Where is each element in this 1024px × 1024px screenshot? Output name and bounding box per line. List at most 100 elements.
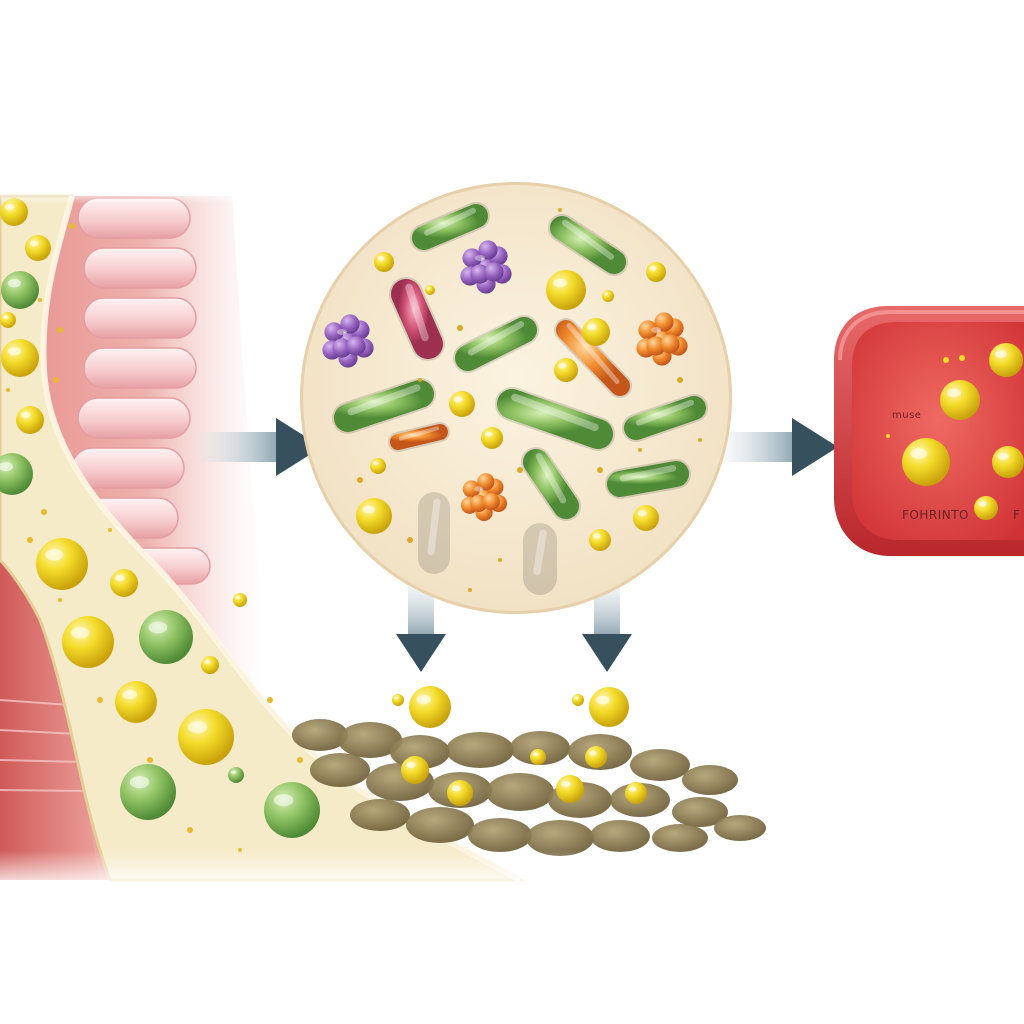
fiber-particle — [264, 782, 320, 838]
arrow-to-bloodstream — [722, 418, 838, 476]
lumen-contents — [0, 198, 320, 852]
stool-particle — [338, 722, 402, 758]
nutrient-droplet — [356, 498, 392, 534]
villus — [77, 397, 191, 439]
rod-bacterium — [495, 387, 615, 451]
deep-tissue-layer — [0, 560, 100, 880]
excreted-nutrient — [625, 782, 647, 804]
excreted-nutrient — [585, 746, 607, 768]
nutrient-droplet — [554, 358, 578, 382]
excreted-nutrient — [401, 756, 429, 784]
vessel-label-right: F — [1013, 508, 1021, 522]
nutrient-droplet — [36, 538, 88, 590]
bottom-fade — [0, 850, 800, 890]
gut-microbes — [322, 202, 708, 595]
blood-nutrient — [992, 446, 1024, 478]
metabolite-specks — [357, 208, 702, 592]
stool-particle — [510, 731, 570, 765]
tissue-striations — [0, 699, 87, 792]
fiber-particle — [120, 764, 176, 820]
arrow-to-microbiome — [200, 418, 322, 476]
nutrient-droplet — [178, 709, 234, 765]
orange-bacterium — [388, 422, 450, 452]
vessel-label-bottom: FOHRINTO — [902, 508, 969, 522]
stool-particle — [630, 749, 690, 781]
rod-bacterium — [453, 315, 539, 373]
stool-bed — [292, 686, 766, 856]
rod-bacterium — [523, 523, 557, 595]
stool-particle — [292, 719, 348, 751]
fiber-particle — [1, 271, 39, 309]
nutrient-droplet — [425, 285, 435, 295]
rod-bacterium — [605, 459, 691, 499]
nutrient-droplet — [1, 339, 39, 377]
blood-nutrient — [940, 380, 980, 420]
stool-particle — [672, 797, 728, 827]
fiber-particle — [139, 610, 193, 664]
excreted-nutrient — [589, 687, 629, 727]
blood-vessel — [834, 306, 1024, 556]
vessel-wall-highlight — [838, 310, 1024, 361]
nutrient-droplet — [633, 505, 659, 531]
nutrient-droplet — [481, 427, 503, 449]
stool-particle — [350, 799, 410, 831]
nutrient-droplet — [0, 198, 28, 226]
rod-bacterium — [410, 202, 490, 252]
excreted-nutrient — [572, 694, 584, 706]
stool-particle — [682, 765, 738, 795]
nutrient-droplet — [370, 458, 386, 474]
stool-particle — [468, 818, 532, 852]
stool-particle — [446, 732, 514, 768]
stool-particle — [590, 820, 650, 852]
excreted-nutrient — [409, 686, 451, 728]
nutrient-droplet — [16, 406, 44, 434]
excreted-nutrient — [392, 694, 404, 706]
rod-bacterium — [521, 447, 581, 521]
excreted-nutrient — [447, 780, 473, 806]
orange-cocci-cluster — [460, 473, 508, 522]
absorbed-nutrients — [886, 343, 1024, 520]
excreted-nutrient — [530, 749, 546, 765]
nutrient-droplet — [0, 312, 16, 328]
purple-cocci-cluster — [322, 314, 374, 368]
villus — [83, 297, 197, 339]
microbiome-magnified-view — [300, 182, 732, 614]
nutrient-droplet — [115, 681, 157, 723]
purple-cocci-cluster — [460, 240, 512, 294]
villus — [83, 347, 197, 389]
blood-nutrient — [974, 496, 998, 520]
villus — [83, 247, 197, 289]
orange-bacterium — [554, 318, 632, 398]
nutrient-droplet — [582, 318, 610, 346]
gut-wall-section — [0, 194, 526, 883]
food-specks — [6, 223, 303, 852]
nutrient-droplet — [449, 391, 475, 417]
pink-bacterium — [389, 277, 445, 361]
nutrient-droplet — [602, 290, 614, 302]
nutrient-droplet — [589, 529, 611, 551]
nutrient-droplet — [546, 270, 586, 310]
nutrient-droplet — [646, 262, 666, 282]
stool-particle — [406, 807, 474, 843]
stool-particle — [486, 773, 554, 811]
stool-particle — [526, 820, 594, 856]
vessel-label-top: muse — [892, 410, 922, 421]
top-fade — [0, 188, 240, 204]
small-nutrients — [886, 355, 965, 438]
nutrient-droplet — [233, 593, 247, 607]
fiber-particle — [0, 453, 33, 495]
excreted-nutrient — [556, 775, 584, 803]
rod-bacterium — [332, 378, 436, 434]
orange-cocci-cluster — [636, 312, 688, 366]
blood-nutrient — [989, 343, 1023, 377]
vessel-lumen — [852, 322, 1024, 540]
rod-bacterium — [622, 394, 708, 442]
nutrient-droplet — [62, 616, 114, 668]
rod-bacterium — [418, 492, 450, 574]
rod-bacterium — [548, 214, 628, 276]
nutrient-droplet — [25, 235, 51, 261]
stool-particle — [714, 815, 766, 841]
villus — [71, 447, 185, 489]
